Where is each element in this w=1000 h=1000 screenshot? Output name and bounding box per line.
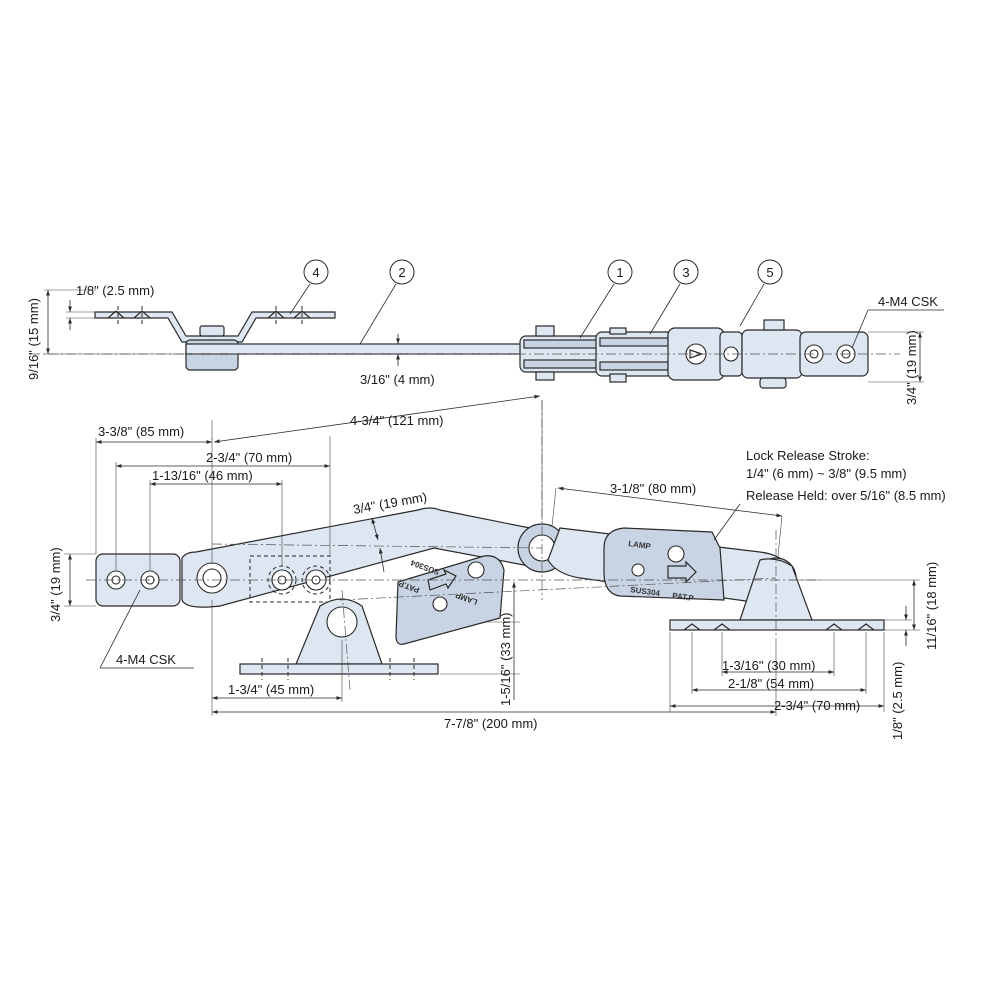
dim-33: 1-5/16" (33 mm) <box>440 582 520 706</box>
dim-80: 3-1/8" (80 mm) <box>551 481 783 557</box>
front-hole-note: 4-M4 CSK <box>99 589 194 669</box>
lock-release-note: Lock Release Stroke: 1/4" (6 mm) ~ 3/8" … <box>713 448 946 541</box>
svg-text:4: 4 <box>312 265 319 280</box>
dim-45: 1-3/4" (45 mm) <box>211 600 343 716</box>
callout-2: 2 <box>359 259 415 345</box>
stamp-pat-right: PAT.P <box>672 591 695 603</box>
lower-lock-plate <box>395 555 505 645</box>
dim-30: 1-3/16" (30 mm) <box>721 632 835 676</box>
svg-text:1: 1 <box>616 265 623 280</box>
lock-release-title: Lock Release Stroke: <box>746 448 870 463</box>
dim-200-label: 7-7/8" (200 mm) <box>444 716 537 731</box>
dim-height-left: 9/16" (15 mm) <box>26 289 186 380</box>
dim-rod-thickness: 3/16" (4 mm) <box>360 334 435 387</box>
right-base-plate <box>669 619 885 631</box>
dim-33-label: 1-5/16" (33 mm) <box>498 613 513 706</box>
front-view: LAMP SUS304 PAT.P SUS304 PAT.P LAMP <box>48 394 946 740</box>
dim-46: 1-13/16" (46 mm) <box>149 468 283 570</box>
callout-4: 4 <box>289 259 329 315</box>
release-held-note: Release Held: over 5/16" (8.5 mm) <box>746 488 946 503</box>
dim-height-right: 3/4" (19 mm) <box>868 330 924 405</box>
long-rod <box>185 343 527 355</box>
dim-54: 2-1/8" (54 mm) <box>691 632 867 694</box>
dim-54-label: 2-1/8" (54 mm) <box>728 676 814 691</box>
dim-70-top-label: 2-3/4" (70 mm) <box>206 450 292 465</box>
dim-flange-thickness: 1/8" (2.5 mm) <box>66 283 154 330</box>
dim-200: 7-7/8" (200 mm) <box>212 640 777 731</box>
dim-70-top: 2-3/4" (70 mm) <box>115 436 331 570</box>
svg-text:5: 5 <box>766 265 773 280</box>
dim-70-bottom-label: 2-3/4" (70 mm) <box>774 698 860 713</box>
left-bracket-screws <box>117 306 303 324</box>
right-base-marks <box>683 623 875 631</box>
dim-85-label: 3-3/8" (85 mm) <box>98 424 184 439</box>
main-arm <box>181 507 541 608</box>
dim-height-left-label: 9/16" (15 mm) <box>26 298 41 380</box>
flange-marks <box>107 310 311 319</box>
dim-46-label: 1-13/16" (46 mm) <box>152 468 253 483</box>
dim-flange-thickness-label: 1/8" (2.5 mm) <box>76 283 154 298</box>
dim-80-label: 3-1/8" (80 mm) <box>610 481 696 496</box>
callout-5: 5 <box>739 259 783 327</box>
dim-rod-thickness-label: 3/16" (4 mm) <box>360 372 435 387</box>
stamp-sus-right: SUS304 <box>630 585 661 598</box>
dim-2-5-bottom: 1/8" (2.5 mm) <box>884 606 912 740</box>
release-lever <box>603 527 725 601</box>
dim-85: 3-3/8" (85 mm) <box>95 424 213 564</box>
callout-1: 1 <box>579 259 633 339</box>
dim-height-right-label: 3/4" (19 mm) <box>904 330 919 405</box>
svg-text:2: 2 <box>398 265 405 280</box>
dim-121: 4-3/4" (121 mm) <box>211 394 543 520</box>
stamp-lamp-right: LAMP <box>628 539 652 551</box>
dim-70-bottom: 2-3/4" (70 mm) <box>669 632 885 713</box>
top-hole-note: 4-M4 CSK <box>851 294 944 349</box>
svg-text:3: 3 <box>682 265 689 280</box>
dim-18-label: 11/16" (18 mm) <box>924 562 939 650</box>
callout-3: 3 <box>649 259 699 335</box>
dim-121-label: 4-3/4" (121 mm) <box>350 413 443 428</box>
lock-release-range: 1/4" (6 mm) ~ 3/8" (9.5 mm) <box>746 466 907 481</box>
top-view: 1/8" (2.5 mm) 9/16" (15 mm) 3/16" (4 mm)… <box>26 259 944 405</box>
front-hole-note-label: 4-M4 CSK <box>116 652 176 667</box>
top-hole-note-label: 4-M4 CSK <box>878 294 938 309</box>
dim-2-5-bottom-label: 1/8" (2.5 mm) <box>890 662 905 740</box>
dim-45-label: 1-3/4" (45 mm) <box>228 682 314 697</box>
lower-left-base <box>239 663 439 675</box>
dim-18: 11/16" (18 mm) <box>790 562 939 650</box>
dim-19-left-label: 3/4" (19 mm) <box>48 547 63 622</box>
dim-19-left: 3/4" (19 mm) <box>48 547 96 622</box>
dim-30-label: 1-3/16" (30 mm) <box>722 658 815 673</box>
